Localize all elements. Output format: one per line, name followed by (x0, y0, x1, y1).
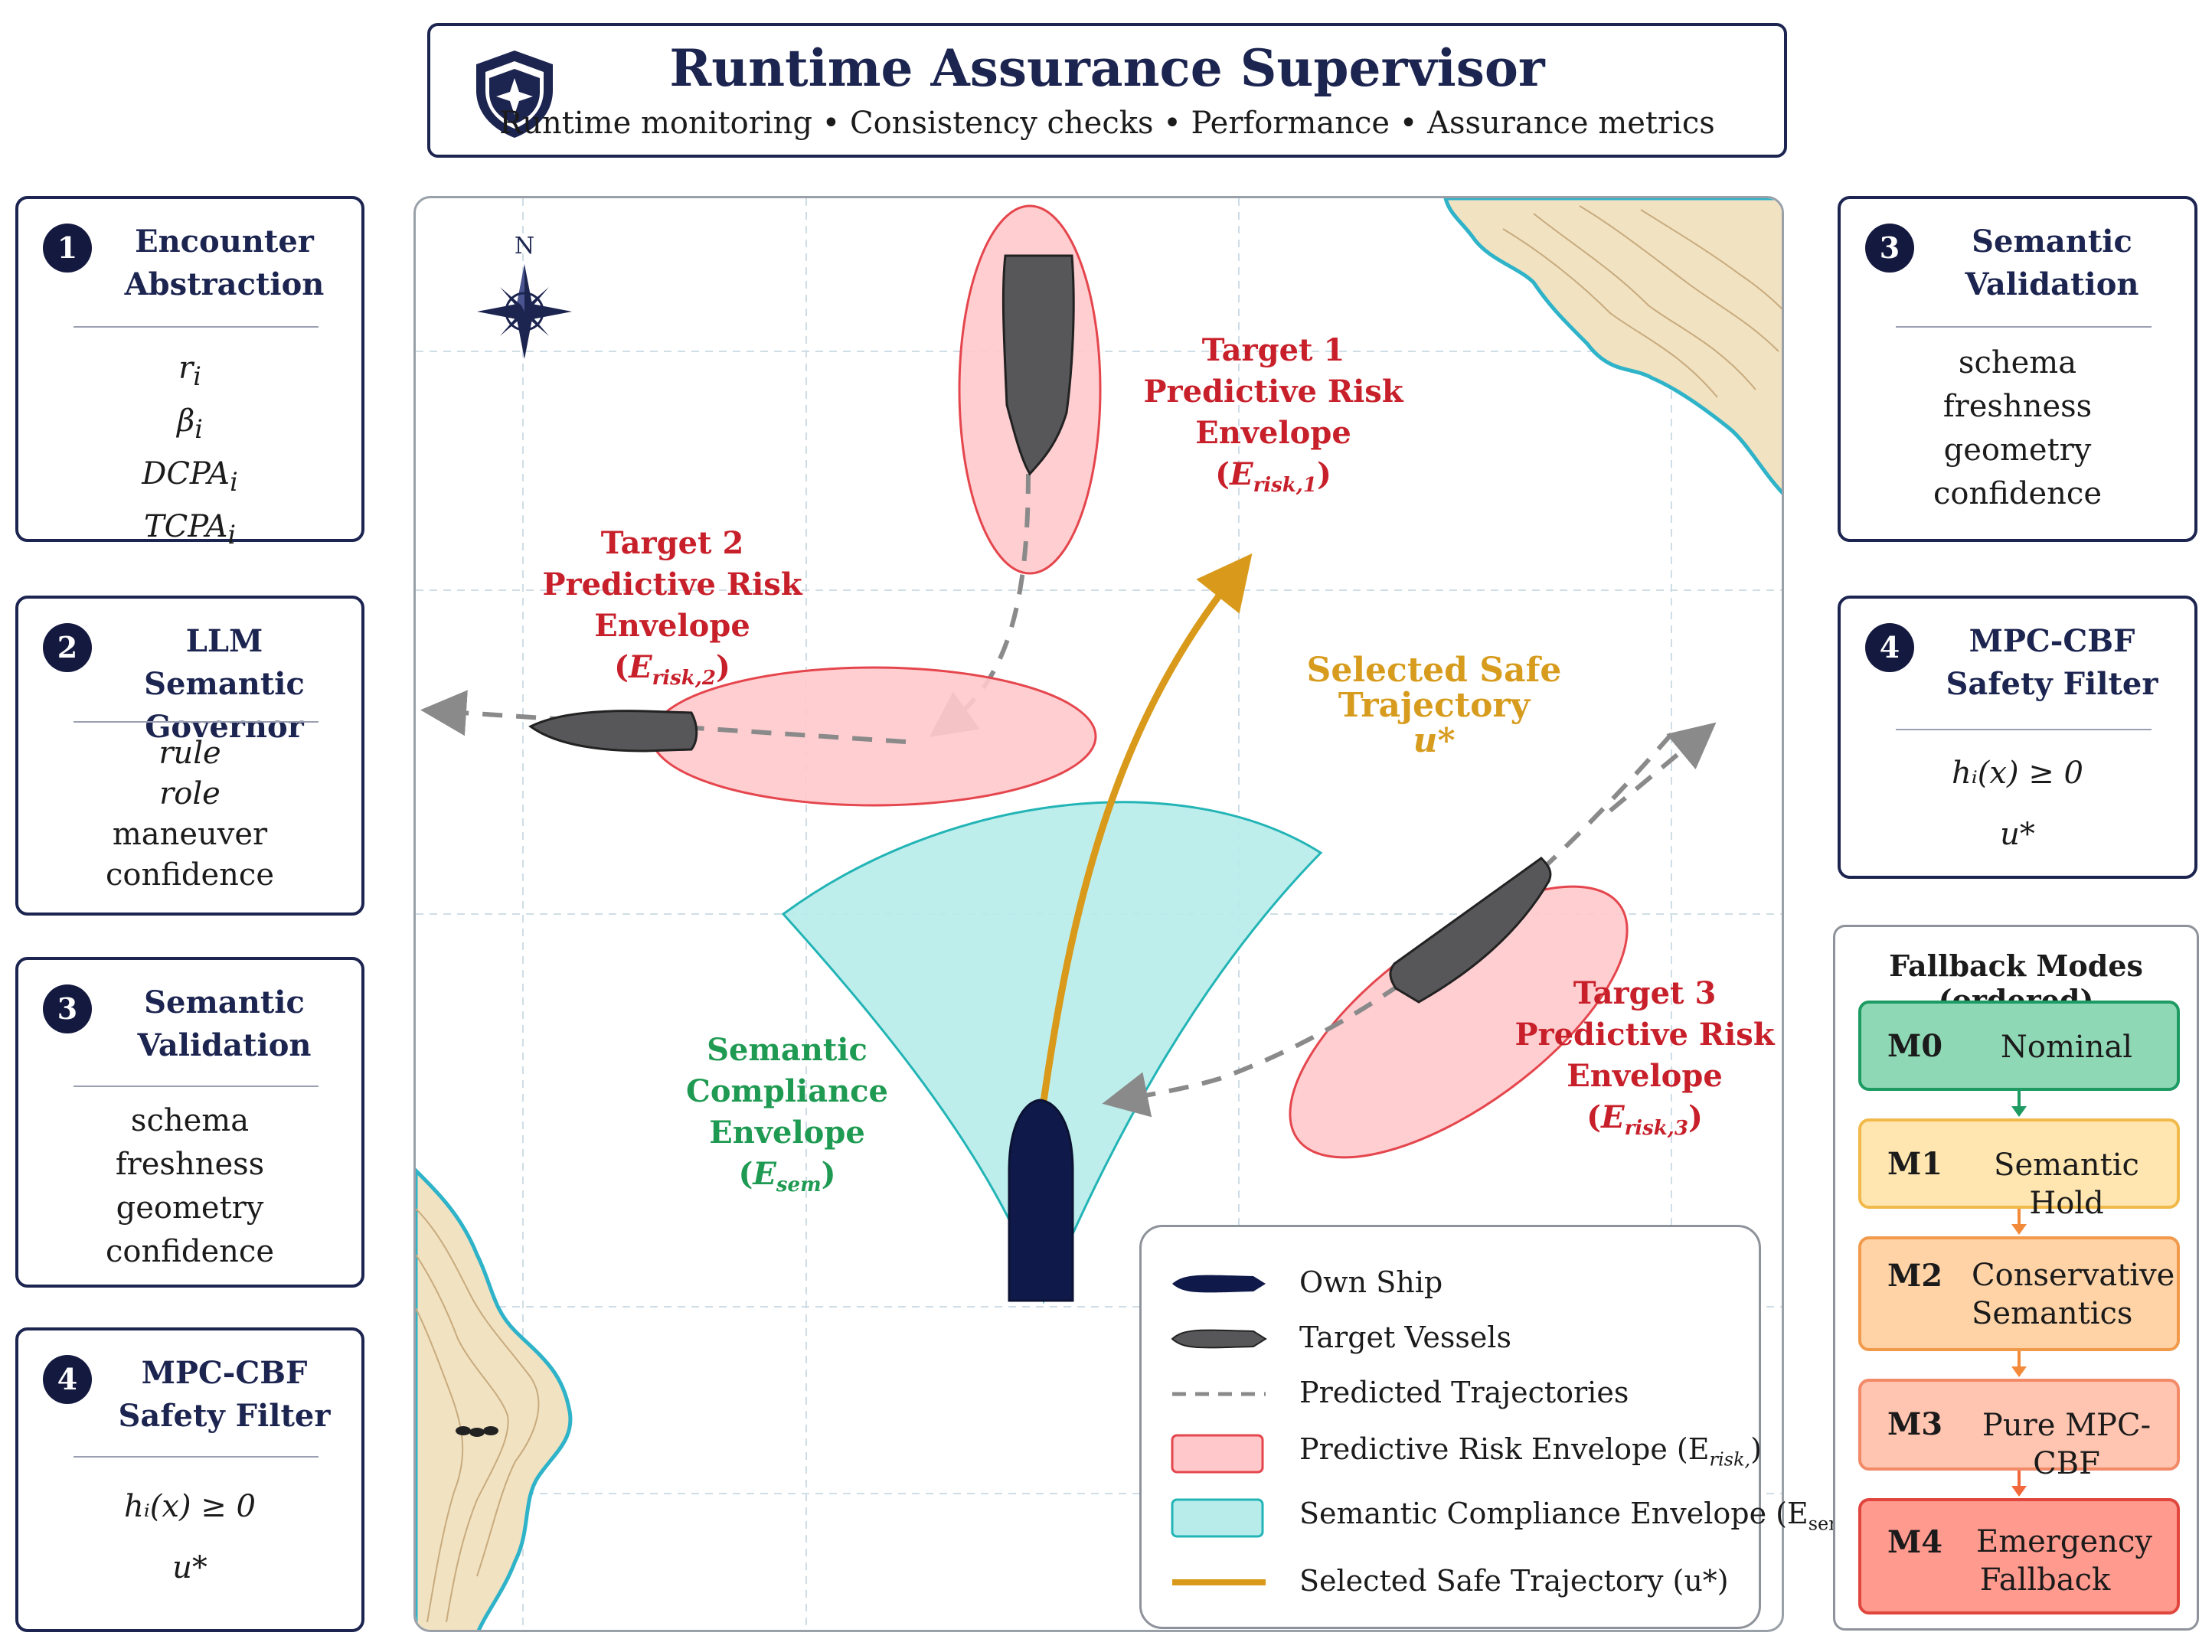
mode-m1: M1 Semantic Hold (1858, 1118, 2180, 1221)
arrow-down-icon (2011, 1351, 2027, 1377)
predicted-trajectory-target-3-forward (1609, 722, 1717, 813)
page-subtitle: Runtime monitoring • Consistency checks … (499, 106, 1715, 141)
coastline-bottom-left (416, 1167, 573, 1630)
dashed-line-icon (1172, 1392, 1266, 1396)
shield-icon (476, 51, 553, 138)
card-items: ri βi DCPAi TCPAi (18, 346, 361, 557)
arrow-down-icon (2011, 1209, 2027, 1235)
mode-m2: M2 Conservative Semantics (1858, 1236, 2180, 1351)
card-items: hᵢ(x) ≥ 0 u* (124, 1489, 256, 1585)
target-vessel-icon (1171, 1329, 1267, 1349)
page-title: Runtime Assurance Supervisor (669, 38, 1545, 98)
own-ship (1008, 1099, 1074, 1302)
legend-own-ship: Own Ship (1142, 1261, 1759, 1307)
legend: Own Ship Target Vessels Predicted Trajec… (1139, 1225, 1857, 1629)
mode-m3: M3 Pure MPC-CBF (1858, 1379, 2180, 1481)
step-badge: 4 (1865, 623, 1914, 672)
card-divider (1896, 729, 2152, 730)
card-divider (74, 721, 319, 723)
gold-line-icon (1172, 1579, 1266, 1585)
mode-m0: M0 Nominal (1858, 1001, 2180, 1091)
legend-target-vessels: Target Vessels (1142, 1316, 1759, 1362)
selected-safe-trajectory (1040, 553, 1253, 1102)
semantic-swatch-icon (1171, 1498, 1264, 1538)
card-divider (74, 326, 319, 328)
card-items: schema freshness geometry confidence (105, 1103, 275, 1269)
legend-predictive-risk-envelope: Predictive Risk Envelope (Erisk,) (1142, 1428, 1762, 1474)
card-items: schema freshness geometry confidence (1933, 345, 2103, 511)
legend-selected-safe-trajectory: Selected Safe Trajectory (u*) (1142, 1559, 1759, 1605)
step-badge: 4 (43, 1355, 92, 1404)
arrow-down-icon (2011, 1471, 2027, 1497)
legend-semantic-compliance-envelope: Semantic Compliance Envelope (Esem) (1142, 1492, 1857, 1538)
mode-m4: M4 Emergency Fallback (1858, 1498, 2180, 1614)
own-ship-icon (1172, 1275, 1266, 1293)
arrow-down-icon (2011, 1091, 2027, 1117)
legend-predicted-trajectories: Predicted Trajectories (1142, 1371, 1759, 1417)
card-divider (74, 1456, 319, 1458)
compass-icon (477, 264, 572, 359)
step-badge: 3 (43, 984, 92, 1033)
target-vessel-1 (1001, 254, 1075, 476)
step-badge: 1 (43, 224, 92, 273)
card-divider (1896, 326, 2152, 328)
risk-swatch-icon (1171, 1434, 1264, 1474)
item-tcpa-i: TCPAi (143, 509, 237, 550)
compass-north-label: N (515, 233, 534, 260)
target-vessel-3 (1389, 857, 1552, 1004)
map-canvas: N (416, 198, 1782, 1630)
card-divider (74, 1086, 319, 1087)
step-badge: 3 (1865, 224, 1914, 273)
card-items: hᵢ(x) ≥ 0 u* (1952, 756, 2083, 852)
header-panel: Runtime Assurance Supervisor Runtime mon… (427, 23, 1787, 158)
step-badge: 2 (43, 623, 92, 672)
fallback-modes-panel: Fallback Modes (ordered) M0 Nominal M1 S… (1833, 925, 2199, 1631)
item-r-i: ri (178, 351, 201, 391)
predicted-trajectory-target-3 (1102, 733, 1674, 1118)
item-dcpa-i: DCPAi (142, 456, 238, 497)
target-vessel-2 (528, 710, 698, 753)
predicted-trajectory-target-2 (420, 690, 907, 744)
coastline-top-right (1443, 198, 1782, 495)
item-beta-i: βi (177, 403, 203, 444)
card-items: rule role maneuver confidence (105, 736, 275, 893)
